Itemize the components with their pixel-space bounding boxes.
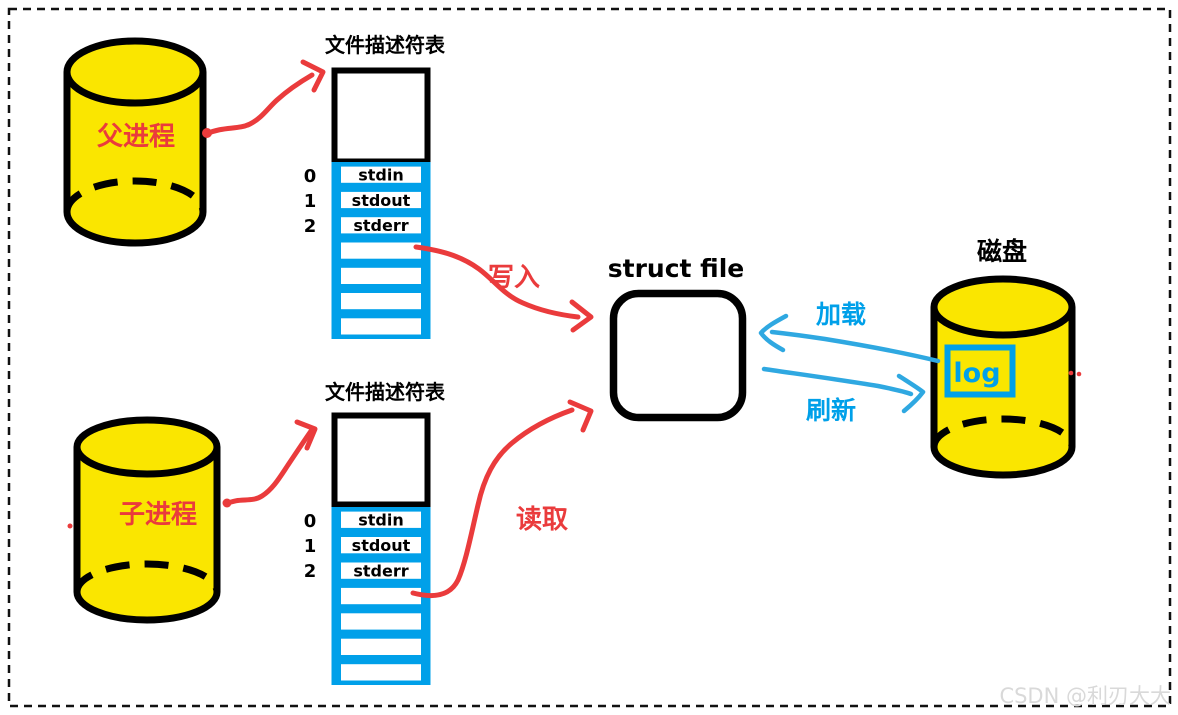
fd-index-1: 1 — [304, 191, 317, 212]
disk-label: 磁盘 — [977, 237, 1027, 266]
flush-label: 刷新 — [806, 396, 856, 425]
canvas-dashed-border — [7, 7, 1172, 708]
fd-index-2: 2 — [304, 216, 317, 237]
fd-cell — [341, 242, 421, 259]
fd-cell — [341, 511, 421, 528]
fd-cell — [341, 537, 421, 554]
load-arrowhead — [758, 313, 789, 353]
disk-cylinder: 磁盘 log — [930, 237, 1082, 479]
fd-index-0: 0 — [304, 166, 317, 187]
parent-process-label: 父进程 — [97, 122, 175, 152]
parent-to-table-arrowhead — [300, 59, 326, 93]
fd-entry-stderr: stderr — [353, 216, 408, 235]
log-file-box — [944, 344, 1016, 398]
fd-cell — [341, 587, 421, 605]
fd-entry-stderr: stderr — [353, 561, 408, 580]
parent-cylinder-sides — [63, 72, 207, 212]
parent-to-table-arrow — [203, 72, 315, 137]
fd-cell — [341, 613, 421, 630]
write-label: 写入 — [488, 263, 540, 293]
child-cylinder-sides — [73, 447, 221, 592]
disk-bottom-rim — [930, 446, 1076, 479]
child-cylinder-back-rim-dashed — [73, 560, 221, 593]
fd-index-0: 0 — [304, 511, 317, 532]
disk-back-rim-dashed — [930, 415, 1076, 448]
fd-table-top: 文件描述符表 stdin stdout stderr 0 1 2 — [304, 33, 446, 339]
blue-flow-arrows — [758, 313, 941, 414]
fd-cell — [341, 166, 421, 183]
parent-cylinder-back-rim-dashed — [63, 177, 207, 213]
fd-table-top-title: 文件描述符表 — [325, 33, 446, 57]
child-cylinder-top — [73, 416, 221, 478]
fd-table-bottom-title: 文件描述符表 — [325, 380, 446, 404]
load-label: 加载 — [815, 300, 866, 329]
child-process-label: 子进程 — [119, 500, 197, 530]
fd-index-2: 2 — [304, 561, 317, 582]
write-arrowhead — [569, 299, 594, 333]
log-file-label: log — [953, 358, 1000, 389]
stray-red-mark — [67, 523, 73, 529]
struct-file: struct file — [608, 254, 747, 422]
read-arrowhead — [567, 399, 594, 433]
child-to-table-arrow — [223, 428, 314, 507]
fd-entry-stdout: stdout — [352, 536, 411, 555]
read-arrow — [410, 407, 575, 599]
parent-cylinder-top — [63, 37, 207, 107]
fd-entry-stdin: stdin — [358, 166, 404, 185]
fd-cell — [341, 638, 421, 655]
fd-table-top-header-box — [331, 67, 431, 165]
fd-index-1: 1 — [304, 536, 317, 557]
csdn-watermark: CSDN @利刃大大 — [999, 684, 1171, 708]
fd-cell — [341, 217, 421, 234]
fd-entry-stdout: stdout — [352, 191, 411, 210]
stray-red-dot — [1068, 370, 1074, 376]
read-label: 读取 — [516, 505, 568, 535]
fd-table-bottom-header-box — [331, 412, 431, 508]
struct-file-box — [609, 289, 747, 422]
flush-arrowhead — [896, 373, 926, 414]
red-flow-arrows — [202, 59, 594, 599]
load-arrow — [769, 329, 941, 364]
disk-top — [930, 275, 1076, 339]
fd-entry-stdin: stdin — [358, 511, 404, 530]
flush-arrow — [761, 366, 914, 397]
disk-sides — [930, 307, 1076, 447]
fd-cell — [341, 191, 421, 209]
struct-file-label: struct file — [608, 254, 745, 283]
child-to-table-arrowhead — [294, 419, 318, 451]
fd-cell — [341, 562, 421, 579]
child-cylinder-bottom-rim — [73, 591, 221, 624]
fd-cell — [341, 664, 421, 681]
fd-cell — [341, 318, 421, 335]
fd-cell — [341, 267, 421, 284]
parent-process-cylinder: 父进程 — [63, 37, 207, 247]
fd-cell — [341, 293, 421, 310]
stray-red-dot — [1076, 371, 1082, 377]
child-process-cylinder: 子进程 — [67, 416, 221, 624]
write-arrow — [413, 244, 581, 320]
parent-cylinder-bottom-rim — [63, 211, 207, 247]
fd-table-bottom: 文件描述符表 stdin stdout stderr 0 1 2 — [304, 380, 446, 685]
